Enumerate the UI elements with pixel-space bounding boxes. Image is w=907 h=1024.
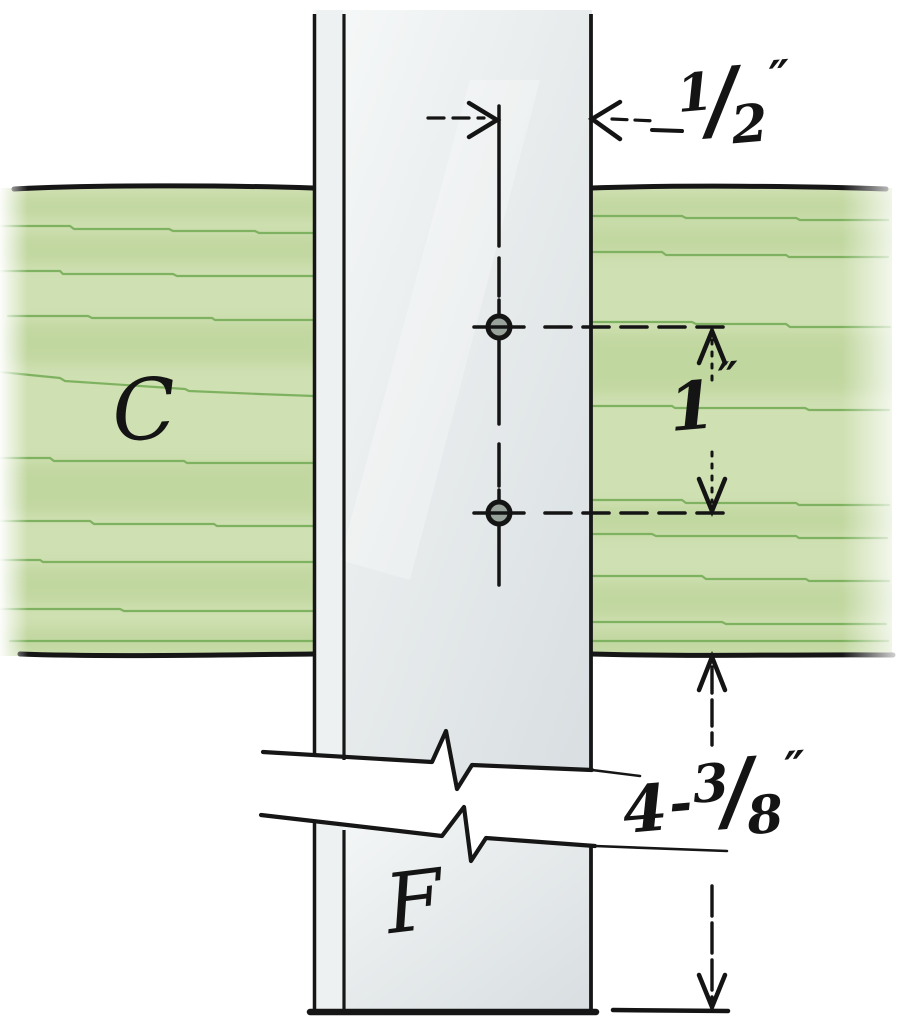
board-c-left [0,183,316,660]
dim-one-value: 1 [665,365,719,447]
dim-half-unit: ″ [767,49,793,105]
strip-label-f: F [380,851,449,954]
break-symbol [258,728,729,864]
strip-f-lower [306,807,600,1016]
dim-label-four-three-eighths: 4 - 3 / 8 ″ [619,739,812,850]
dim-one-unit: ″ [716,350,742,407]
dim-half-denominator: 2 [728,92,771,157]
board-label-c: C [108,358,180,462]
dim-438-unit: ″ [782,740,809,796]
dim-label-half-inch: 1 / 2 ″ [674,48,795,157]
dim-label-one-inch: 1 ″ [665,351,743,447]
dim-half-inch-arrows [426,99,684,142]
dim-strip-length-arrows [610,650,731,1014]
dim-438-denominator: 8 [744,783,786,848]
board-bottom-edge-left [17,651,316,659]
dim-one-inch-arrows [696,325,728,517]
board-c-right [589,183,907,660]
hole-bottom-marker [472,499,526,527]
board-top-edge-right [589,183,889,192]
strip-f-upper [312,10,593,789]
dim-438-dash: - [665,769,695,837]
board-top-edge-left [11,183,316,192]
hole-top-marker [472,313,526,341]
dim-438-whole: 4 [619,770,671,849]
hole-extension-lines [543,325,733,515]
